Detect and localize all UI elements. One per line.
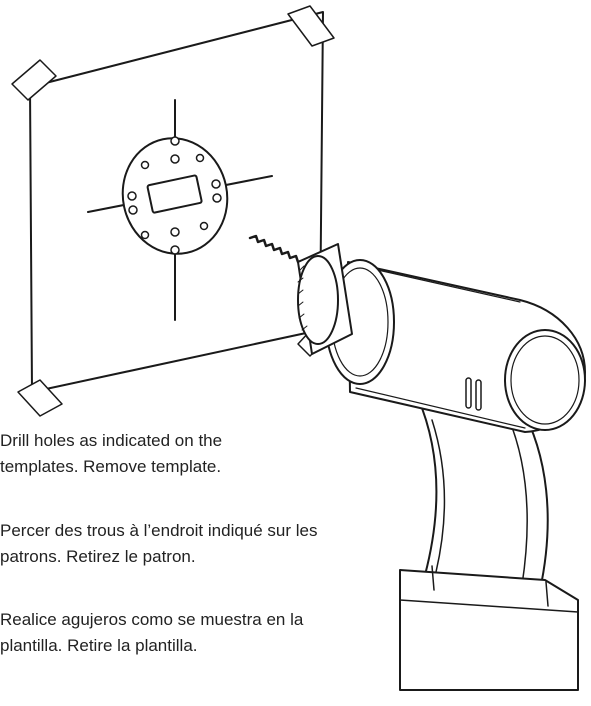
plate-slot xyxy=(146,174,203,214)
instruction-spanish: Realice agujeros como se muestra en la p… xyxy=(0,610,304,655)
drill-hole xyxy=(127,136,222,255)
drill-vents xyxy=(465,377,482,411)
chuck-grip xyxy=(297,265,308,331)
drill-battery xyxy=(399,569,579,691)
instruction-french: Percer des trous à l’endroit indiqué sur… xyxy=(0,521,318,566)
wall-template xyxy=(11,5,337,417)
tape-strip xyxy=(11,5,337,417)
cordless-drill-icon xyxy=(248,234,586,691)
instruction-english: Drill holes as indicated on the template… xyxy=(0,431,223,476)
drill-end-cap xyxy=(504,329,586,431)
